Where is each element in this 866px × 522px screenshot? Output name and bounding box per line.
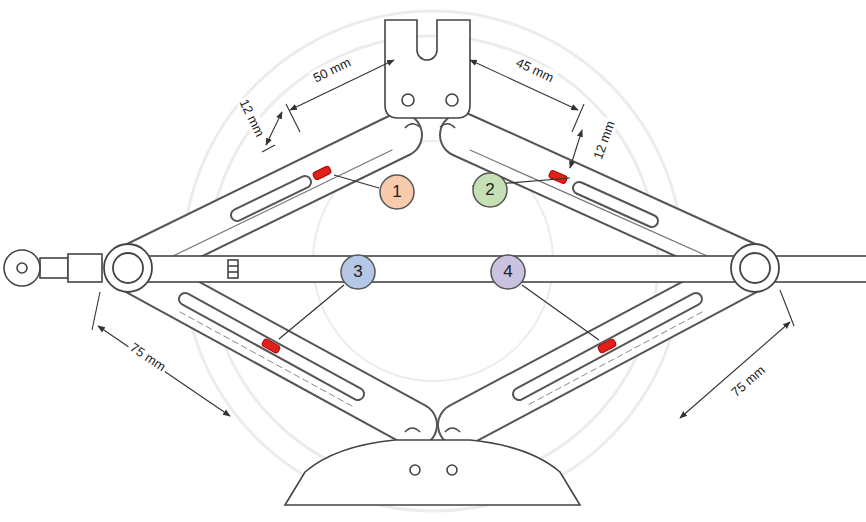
- callout-number: 3: [353, 262, 362, 282]
- dimension-line: [262, 145, 275, 152]
- dimension-line: [572, 104, 584, 132]
- dimension-line: [266, 112, 282, 145]
- arm-slot: [185, 299, 358, 394]
- callout-number: 4: [503, 262, 512, 282]
- arm-slot: [526, 312, 702, 406]
- top-saddle: [385, 20, 470, 128]
- arm-slot: [185, 299, 358, 394]
- dimension-label: 75 mm: [126, 339, 171, 376]
- jack-arm: [128, 268, 415, 425]
- callout-number: 1: [392, 182, 401, 202]
- pivot-joint: [113, 253, 143, 283]
- top-saddle: [402, 94, 414, 106]
- screw-rod: [68, 254, 102, 282]
- jack-arm: [470, 150, 743, 272]
- sensor-marker: [312, 165, 332, 180]
- arm-slot: [519, 299, 696, 394]
- arm-slot: [180, 312, 352, 406]
- sensor-marker: [548, 170, 568, 185]
- top-saddle: [405, 124, 455, 128]
- dimension-line: [92, 60, 794, 418]
- arm-slot: [237, 182, 305, 215]
- screw-rod: [40, 258, 68, 278]
- callout-outline: [341, 255, 375, 289]
- callout-circle: 4: [490, 254, 526, 290]
- dimension-label: 12 mm: [589, 117, 618, 163]
- jack-arm: [128, 135, 400, 268]
- base-plate: [285, 428, 580, 505]
- jack-arm: [460, 268, 755, 425]
- arm-slot: [180, 312, 702, 406]
- arm-slot: [185, 182, 696, 394]
- callout-outline: [473, 173, 507, 207]
- top-saddle: [446, 94, 458, 106]
- arm-slot: [180, 182, 702, 406]
- jack-arm: [128, 135, 400, 268]
- dimension-label: 75 mm: [727, 361, 770, 401]
- dimension-line: [92, 292, 100, 330]
- leader-line: [279, 175, 599, 340]
- callout-outline: [380, 175, 414, 209]
- sensor-marker: [261, 165, 617, 353]
- screw-rod: [228, 265, 238, 267]
- callout-number: 2: [485, 180, 494, 200]
- pivot-joint: [104, 244, 152, 292]
- callout-circle: 2: [472, 172, 508, 208]
- base-plate: [405, 428, 460, 432]
- sensor-marker: [261, 338, 281, 354]
- leader-line: [334, 175, 379, 188]
- leader-line: [279, 285, 344, 339]
- base-plate: [447, 465, 457, 475]
- arm-slot: [579, 188, 652, 221]
- screw-rod: [228, 271, 238, 273]
- dimension-line: [98, 326, 230, 416]
- jack-arm: [128, 268, 415, 425]
- base-plate: [285, 440, 580, 505]
- screw-rod: [4, 250, 40, 286]
- arm-slot: [237, 182, 305, 215]
- sensor-marker: [597, 338, 617, 354]
- callout-circle: 3: [340, 254, 376, 290]
- pivot-joint: [740, 253, 770, 283]
- top-saddle: [385, 20, 470, 118]
- pivot-joint: [731, 244, 779, 292]
- callout-outline: [491, 255, 525, 289]
- base-plate: [410, 465, 420, 475]
- dimension-line: [570, 130, 582, 168]
- screw-rod: [228, 260, 238, 278]
- arm-slot: [579, 188, 652, 221]
- pivot-joint: [104, 244, 779, 292]
- dimension-line: [680, 322, 790, 418]
- jack-arm: [140, 150, 392, 272]
- jack-arm: [460, 268, 755, 425]
- dimension-line: [286, 104, 300, 132]
- jack-arm: [140, 150, 743, 272]
- leader-line: [522, 285, 599, 340]
- dimension-line: [780, 290, 794, 326]
- dimension-label: 12 mm: [236, 95, 269, 141]
- arm-slot: [519, 299, 696, 394]
- callout-circle: 1: [379, 174, 415, 210]
- jack-arm: [462, 135, 755, 268]
- jack-arm: [462, 135, 755, 268]
- arm-slot: [185, 182, 696, 394]
- screw-rod: [17, 263, 27, 273]
